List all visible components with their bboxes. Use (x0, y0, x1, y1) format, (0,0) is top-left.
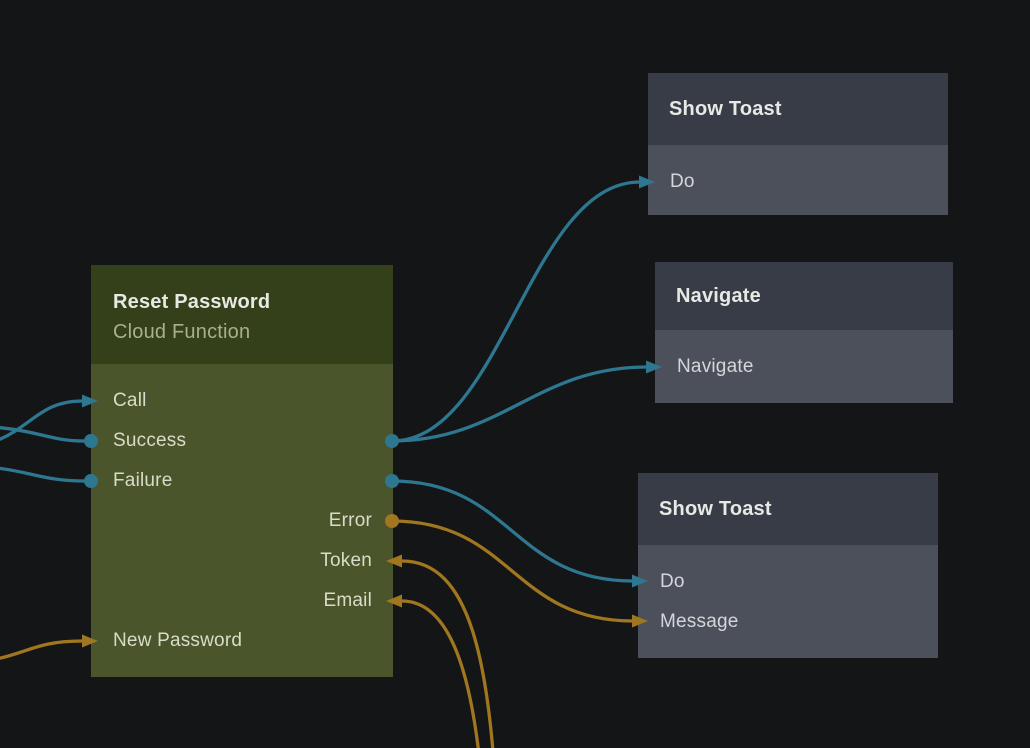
node-header[interactable]: Show Toast (648, 73, 948, 145)
node-header[interactable]: Reset Password Cloud Function (91, 265, 393, 364)
node-reset-password-cloud-function[interactable]: Reset Password Cloud Function Call Succe… (91, 265, 393, 677)
node-body: Do (648, 145, 948, 215)
port-label: Failure (113, 470, 173, 491)
node-subtitle: Cloud Function (113, 321, 251, 343)
edge-offscreen-to-success[interactable] (0, 425, 87, 443)
node-title: Reset Password (113, 291, 271, 313)
port-row-token[interactable]: Token (91, 541, 393, 581)
node-navigate[interactable]: Navigate Navigate (655, 262, 953, 403)
edge-success-to-navigate[interactable] (390, 365, 649, 443)
port-label: Call (113, 390, 147, 411)
node-title: Show Toast (669, 98, 782, 120)
node-body: Do Message (638, 545, 938, 658)
port-row-do[interactable]: Do (638, 562, 938, 602)
port-row-do[interactable]: Do (648, 162, 948, 202)
port-label: Message (660, 611, 739, 632)
edge-failure-to-show-toast-2-do[interactable] (390, 479, 635, 583)
edge-offscreen-bottom-to-token[interactable] (400, 559, 497, 748)
port-row-call[interactable]: Call (91, 381, 393, 421)
node-show-toast-2[interactable]: Show Toast Do Message (638, 473, 938, 658)
port-row-success[interactable]: Success (91, 421, 393, 461)
port-row-navigate[interactable]: Navigate (655, 347, 953, 387)
port-label: Do (660, 571, 685, 592)
node-title: Show Toast (659, 498, 772, 520)
port-row-failure[interactable]: Failure (91, 461, 393, 501)
port-row-new-password[interactable]: New Password (91, 621, 393, 661)
edge-offscreen-to-failure[interactable] (0, 465, 87, 483)
port-label: Email (323, 590, 372, 611)
node-show-toast-1[interactable]: Show Toast Do (648, 73, 948, 215)
port-label: Success (113, 430, 187, 451)
port-label: Error (328, 510, 372, 531)
node-body: Call Success Failure Error Token Email N… (91, 364, 393, 677)
edge-success-to-show-toast-1-do[interactable] (390, 180, 642, 443)
port-row-email[interactable]: Email (91, 581, 393, 621)
port-row-message[interactable]: Message (638, 602, 938, 642)
edge-offscreen-bottom-to-email[interactable] (400, 599, 484, 748)
port-label: Navigate (677, 356, 754, 377)
node-body: Navigate (655, 330, 953, 403)
edge-offscreen-to-call[interactable] (0, 399, 84, 450)
edge-offscreen-to-new-password[interactable] (0, 639, 84, 664)
edge-error-to-show-toast-2-message[interactable] (390, 519, 635, 623)
node-title: Navigate (676, 285, 761, 307)
node-header[interactable]: Navigate (655, 262, 953, 330)
port-label: New Password (113, 630, 243, 651)
port-label: Do (670, 171, 695, 192)
port-label: Token (320, 550, 372, 571)
node-header[interactable]: Show Toast (638, 473, 938, 545)
port-row-error[interactable]: Error (91, 501, 393, 541)
